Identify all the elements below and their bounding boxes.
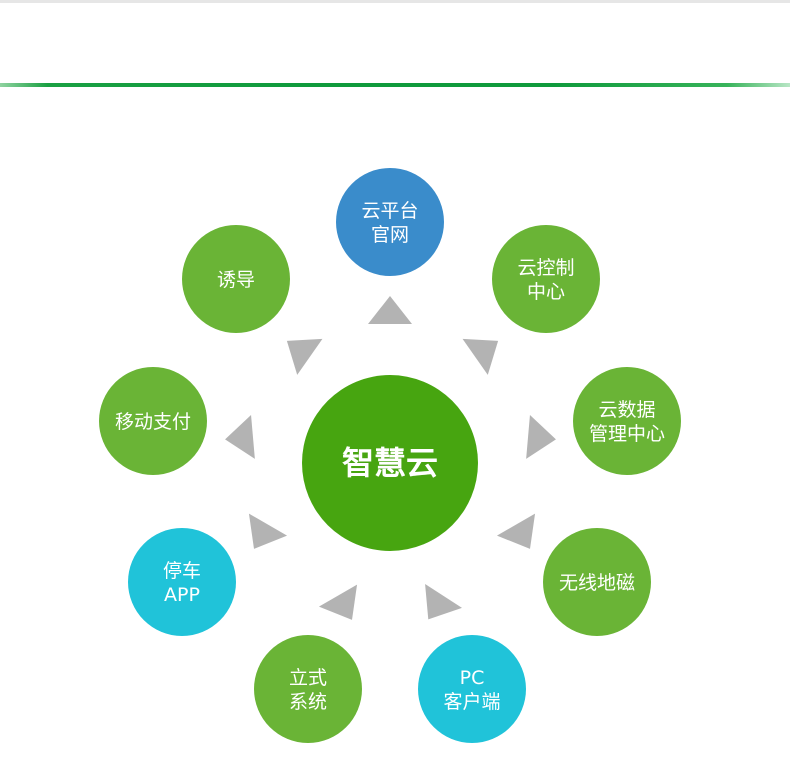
node-label: 云平台 xyxy=(361,200,418,222)
node-circle xyxy=(128,528,236,636)
arrow-guidance xyxy=(286,338,323,375)
arrow-pc-client xyxy=(425,583,462,620)
header-divider-line xyxy=(0,83,790,87)
center-label: 智慧云 xyxy=(342,444,438,482)
center-node: 智慧云 xyxy=(302,375,478,551)
arrow-wireless-geomagnetic xyxy=(496,513,536,549)
arrow-mobile-payment xyxy=(225,415,255,459)
node-circle xyxy=(254,635,362,743)
arrows-layer xyxy=(225,296,556,620)
node-circle xyxy=(336,168,444,276)
node-label: 云控制 xyxy=(517,257,574,279)
node-circle xyxy=(492,225,600,333)
node-label: 停车 xyxy=(163,560,201,582)
arrow-cloud-control-center xyxy=(462,338,499,375)
arrow-cloud-data-management-center xyxy=(526,415,556,459)
node-guidance: 诱导 xyxy=(182,225,290,333)
node-label: 云数据 xyxy=(598,399,655,421)
node-label: 诱导 xyxy=(217,269,255,291)
node-label: PC xyxy=(460,667,485,689)
node-label: 管理中心 xyxy=(589,423,665,445)
node-label: 官网 xyxy=(371,224,409,246)
node-label: 立式 xyxy=(289,667,327,689)
node-label: 移动支付 xyxy=(115,411,191,433)
node-label: 系统 xyxy=(289,691,327,713)
node-label: 中心 xyxy=(527,281,565,303)
node-label: 客户端 xyxy=(443,691,500,713)
node-circle xyxy=(99,367,207,475)
node-mobile-payment: 移动支付 xyxy=(99,367,207,475)
node-wireless-geomagnetic: 无线地磁 xyxy=(543,528,651,636)
node-circle xyxy=(573,367,681,475)
node-label: APP xyxy=(164,584,200,606)
top-border-strip xyxy=(0,0,790,3)
arrow-cloud-platform-website xyxy=(368,296,412,324)
node-circle xyxy=(418,635,526,743)
arrow-vertical-system xyxy=(318,584,358,620)
node-circle xyxy=(182,225,290,333)
node-circle xyxy=(543,528,651,636)
node-label: 无线地磁 xyxy=(559,572,635,594)
nodes-layer: 云平台官网云控制中心云数据管理中心无线地磁PC客户端立式系统停车APP移动支付诱… xyxy=(99,168,681,743)
center-circle xyxy=(302,375,478,551)
arrow-parking-app xyxy=(248,513,288,549)
